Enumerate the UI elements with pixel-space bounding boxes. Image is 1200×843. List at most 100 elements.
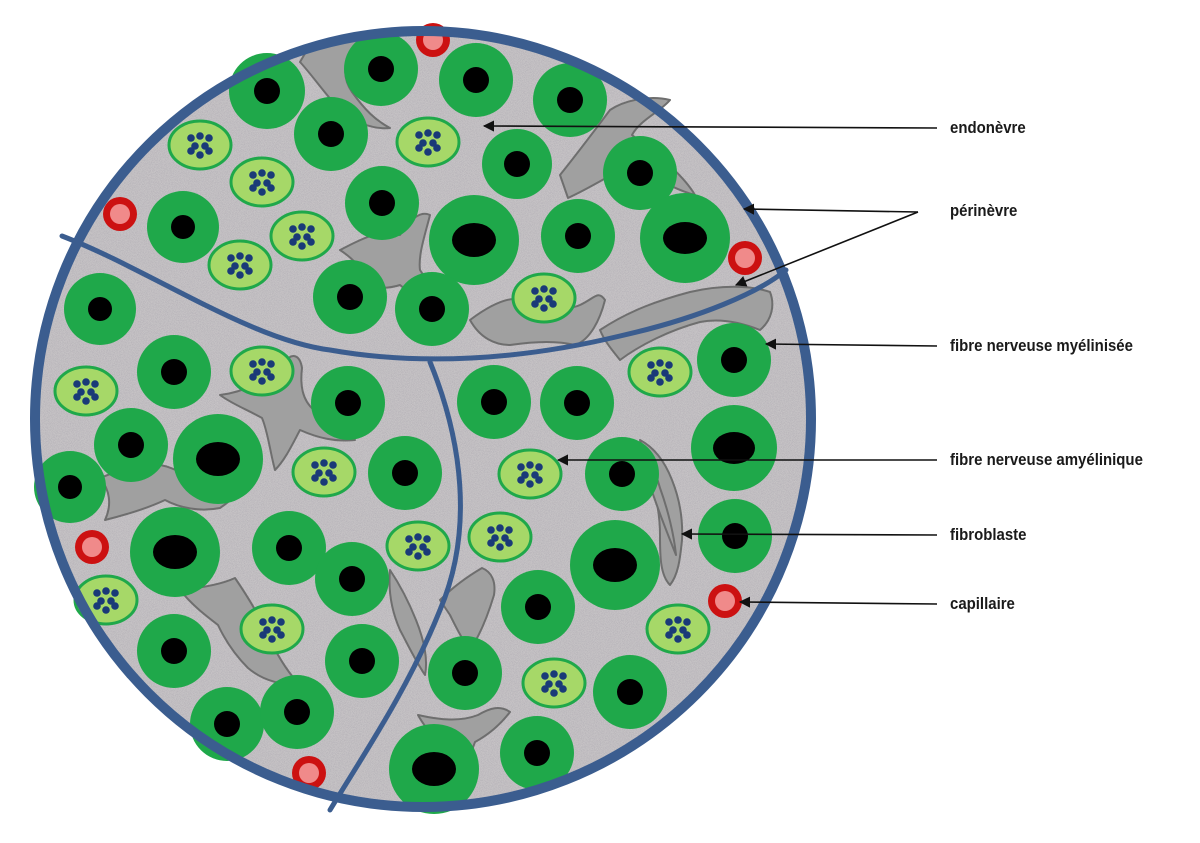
axon-dot	[405, 535, 413, 543]
axon-dot	[549, 300, 557, 308]
axon-dot	[487, 526, 495, 534]
axon-dot	[196, 151, 204, 159]
myelinated-fiber	[345, 166, 419, 240]
axon-dot	[415, 144, 423, 152]
axon-dot	[531, 300, 539, 308]
axon-dot	[647, 374, 655, 382]
axon-dot	[683, 631, 691, 639]
axon-dot	[93, 602, 101, 610]
unmyelinated-fiber	[513, 274, 575, 322]
axon	[339, 566, 365, 592]
axon-dot	[329, 474, 337, 482]
myelinated-fiber	[260, 675, 334, 749]
capillary-lumen	[735, 248, 755, 268]
axon	[593, 548, 637, 582]
axon	[412, 752, 456, 786]
myelinated-fiber	[252, 511, 326, 585]
myelinated-fiber	[585, 437, 659, 511]
myelinated-fiber	[315, 542, 389, 616]
axon-dot	[298, 223, 306, 231]
axon-dot	[245, 267, 253, 275]
axon	[335, 390, 361, 416]
axon-dot	[674, 616, 682, 624]
axon	[419, 296, 445, 322]
axon-dot	[424, 148, 432, 156]
axon-dot	[487, 539, 495, 547]
axon-dot	[433, 144, 441, 152]
axon-dot	[236, 252, 244, 260]
axon-dot	[267, 184, 275, 192]
axon	[196, 442, 240, 476]
axon-dot	[665, 618, 673, 626]
unmyelinated-fiber	[523, 659, 585, 707]
axon-dot	[559, 685, 567, 693]
axon	[161, 638, 187, 664]
axon	[161, 359, 187, 385]
axon-dot	[505, 539, 513, 547]
axon-dot	[249, 373, 257, 381]
axon	[525, 594, 551, 620]
axon-dot	[505, 526, 513, 534]
axon	[722, 523, 748, 549]
axon-dot	[496, 524, 504, 532]
axon-dot	[550, 689, 558, 697]
axon-dot	[73, 380, 81, 388]
axon-dot	[517, 463, 525, 471]
axon-dot	[73, 393, 81, 401]
axon-dot	[102, 587, 110, 595]
myelinated-fiber	[698, 499, 772, 573]
unmyelinated-fiber	[293, 448, 355, 496]
axon-dot	[249, 360, 257, 368]
axon-dot	[549, 287, 557, 295]
axon-dot	[91, 393, 99, 401]
axon	[481, 389, 507, 415]
axon-dot	[496, 543, 504, 551]
axon	[284, 699, 310, 725]
axon-dot	[227, 267, 235, 275]
axon-dot	[307, 225, 315, 233]
axon-dot	[517, 476, 525, 484]
myelinated-fiber	[570, 520, 660, 610]
axon-dot	[665, 361, 673, 369]
axon-dot	[540, 285, 548, 293]
myelinated-fiber	[64, 273, 136, 345]
unmyelinated-fiber	[231, 158, 293, 206]
myelinated-fiber	[137, 614, 211, 688]
axon	[318, 121, 344, 147]
myelinated-fiber	[130, 507, 220, 597]
axon	[171, 215, 195, 239]
myelinated-fiber	[311, 366, 385, 440]
axon-dot	[82, 397, 90, 405]
axon-dot	[205, 147, 213, 155]
axon-dot	[311, 474, 319, 482]
axon	[452, 223, 496, 257]
axon-dot	[236, 271, 244, 279]
axon	[564, 390, 590, 416]
capillary	[708, 584, 742, 618]
axon	[617, 679, 643, 705]
axon-dot	[91, 380, 99, 388]
capillary-lumen	[82, 537, 102, 557]
axon-dot	[665, 631, 673, 639]
axon-dot	[656, 359, 664, 367]
axon-dot	[414, 552, 422, 560]
axon-dot	[311, 461, 319, 469]
axon	[609, 461, 635, 487]
myelinated-fiber	[593, 655, 667, 729]
axon	[254, 78, 280, 104]
capillary-lumen	[715, 591, 735, 611]
label-fibroblaste: fibroblaste	[950, 525, 1026, 545]
label-fibre-myelinisee: fibre nerveuse myélinisée	[950, 336, 1133, 356]
axon-dot	[187, 134, 195, 142]
unmyelinated-fiber	[629, 348, 691, 396]
axon-dot	[268, 616, 276, 624]
myelinated-fiber	[691, 405, 777, 491]
capillary	[75, 530, 109, 564]
axon-dot	[267, 360, 275, 368]
axon-dot	[289, 238, 297, 246]
axon	[504, 151, 530, 177]
axon-dot	[227, 254, 235, 262]
capillary-lumen	[110, 204, 130, 224]
axon-dot	[258, 169, 266, 177]
myelinated-fiber	[344, 32, 418, 106]
